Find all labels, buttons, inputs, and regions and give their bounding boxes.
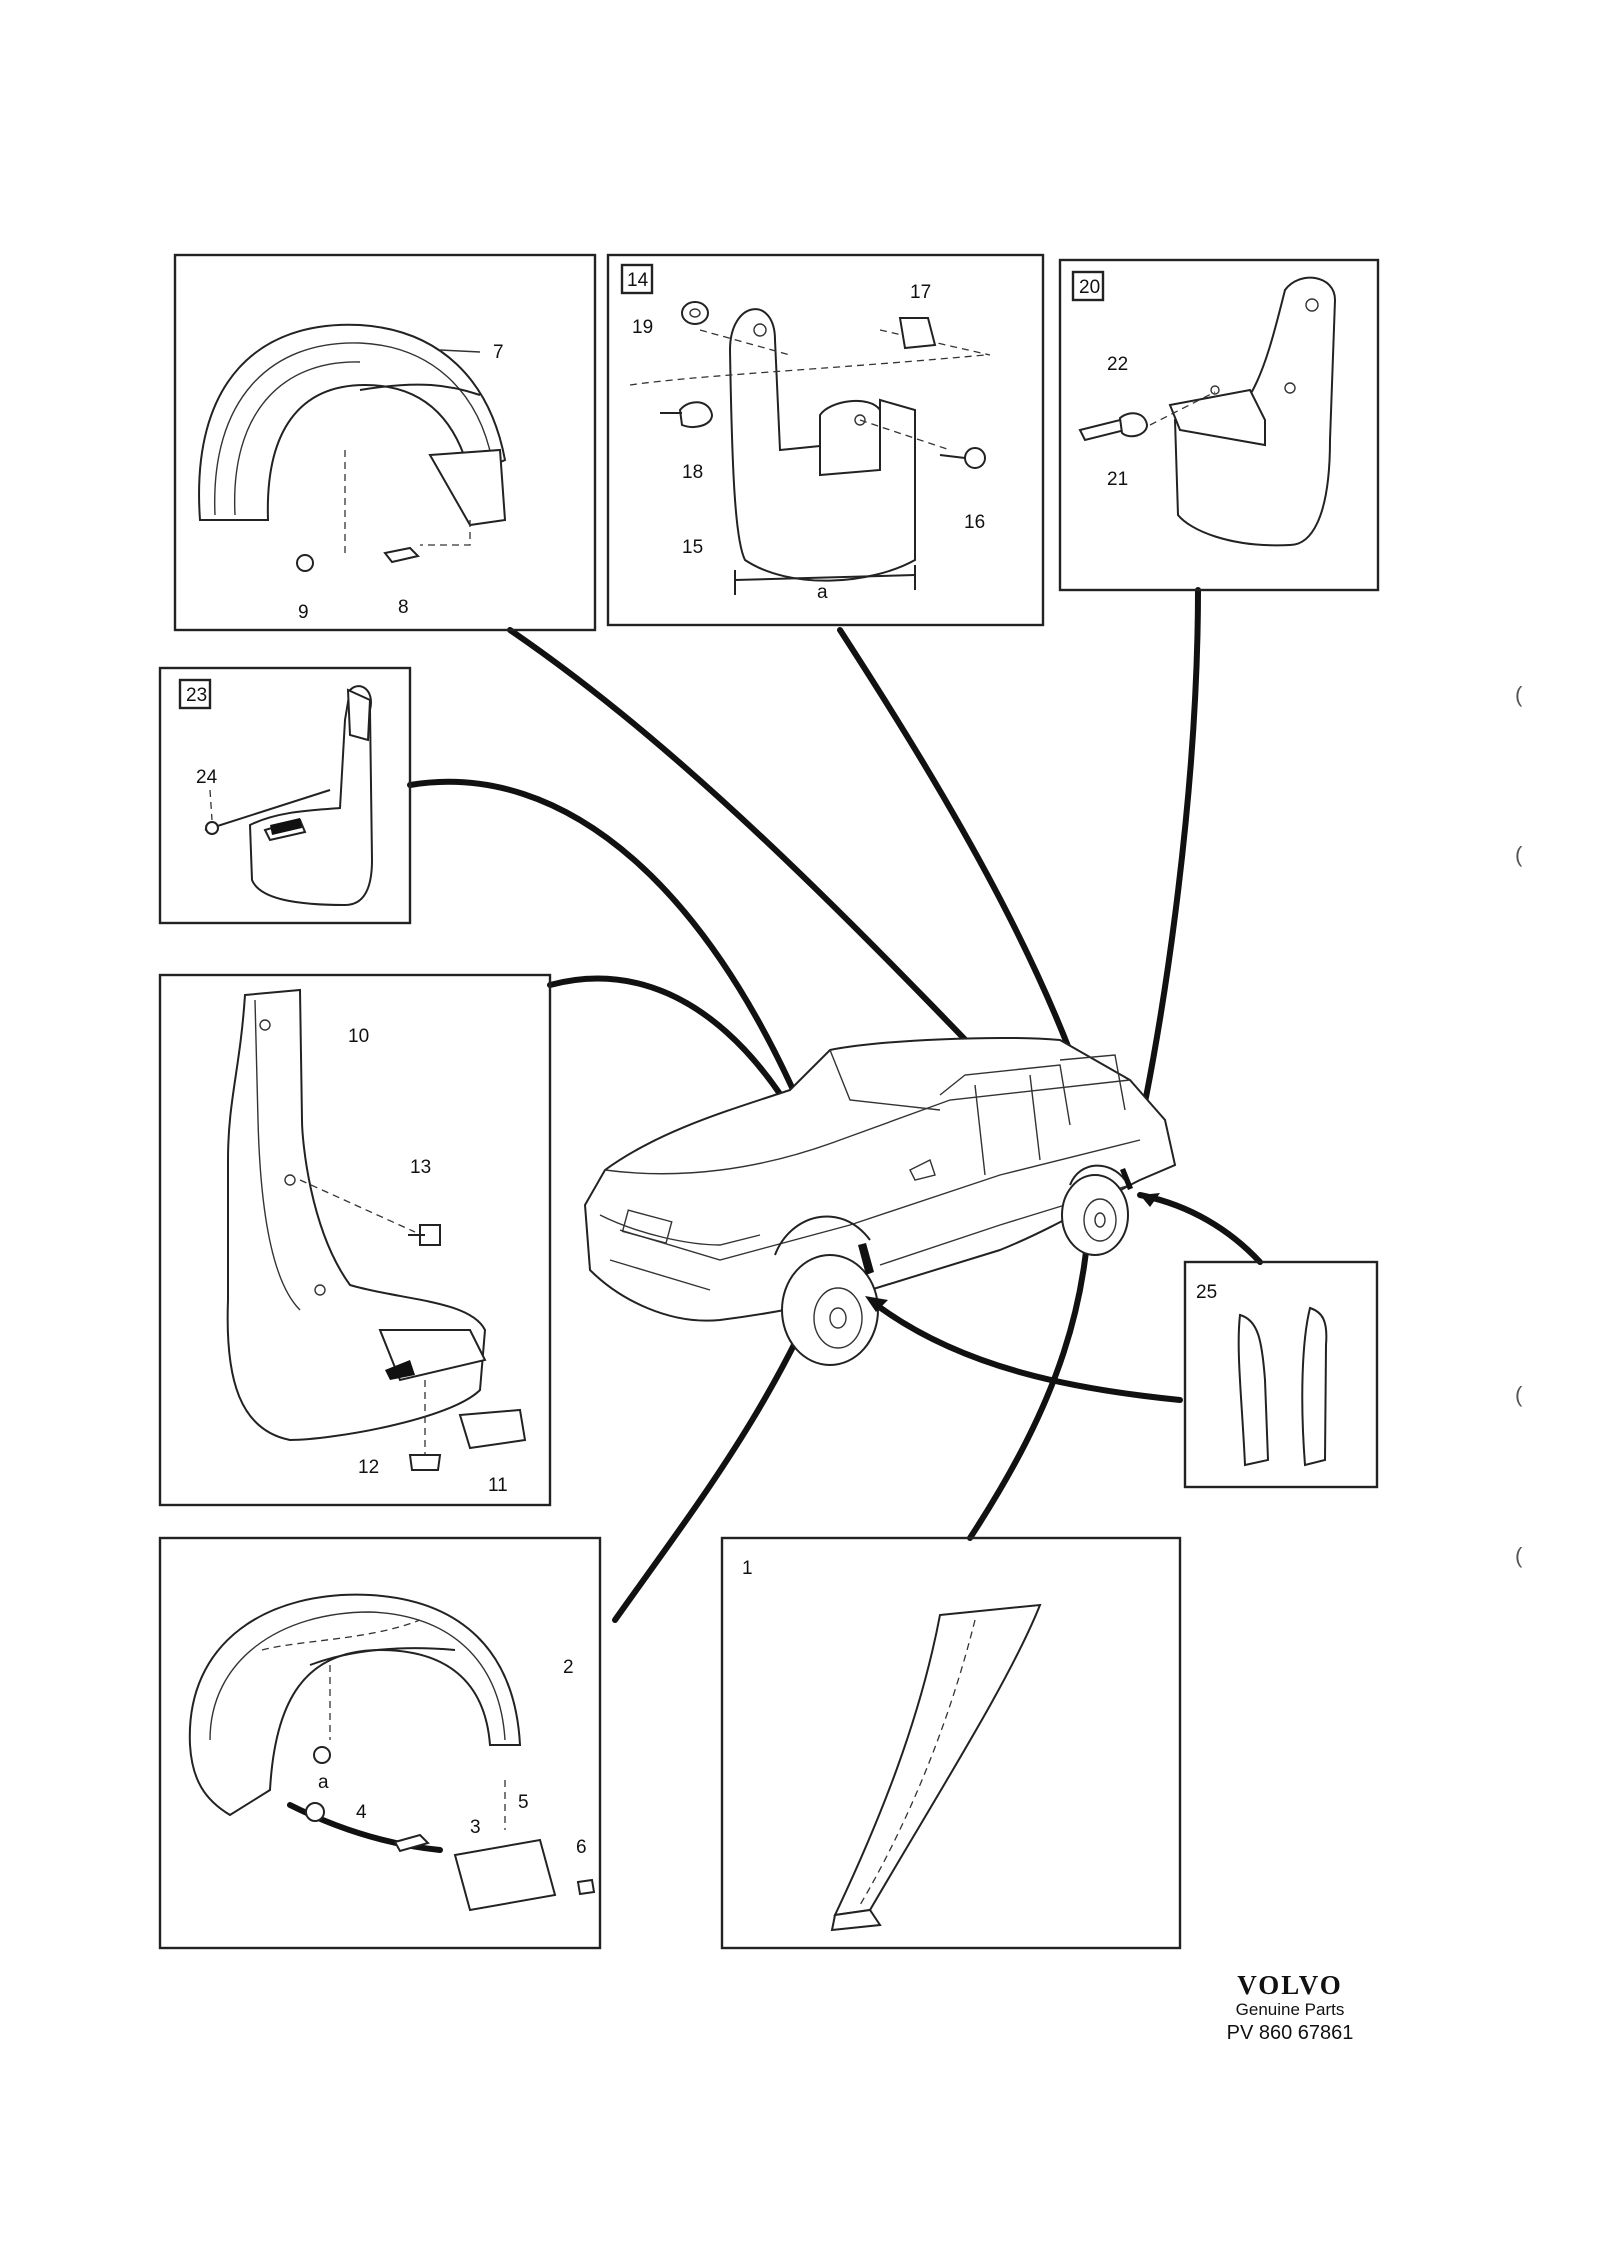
leader-25a xyxy=(867,1297,1183,1403)
margin-mark: ( xyxy=(1515,1382,1523,1407)
box-mud-flap-23 xyxy=(158,666,412,925)
margin-mark: ( xyxy=(1515,682,1523,707)
box-inner-fender-rear xyxy=(173,253,597,632)
label-19: 19 xyxy=(632,317,653,338)
label-3: 3 xyxy=(470,1817,481,1838)
box-stone-guard-25 xyxy=(1183,1260,1379,1489)
tag-25: 25 xyxy=(1196,1282,1217,1303)
leader-box23 xyxy=(407,778,833,1183)
label-17: 17 xyxy=(910,282,931,303)
label-21: 21 xyxy=(1107,469,1128,490)
box-strip-1 xyxy=(720,1536,1182,1950)
label-8: 8 xyxy=(398,597,409,618)
label-12: 12 xyxy=(358,1457,379,1478)
label-16: 16 xyxy=(964,512,985,533)
box-inner-fender-front xyxy=(158,1536,602,1950)
volvo-logo: VOLVO xyxy=(1237,1970,1343,2000)
margin-mark: ( xyxy=(1515,842,1523,867)
part-number: PV 860 67861 xyxy=(1226,2022,1354,2044)
label-10: 10 xyxy=(348,1026,369,1047)
label-7: 7 xyxy=(493,342,504,363)
leader-box20 xyxy=(1127,587,1201,1173)
tag-14: 14 xyxy=(627,270,649,291)
label-9: 9 xyxy=(298,602,309,623)
car-illustration xyxy=(583,1037,1177,1366)
arrows xyxy=(865,1193,1160,1312)
label-a-dimension: a xyxy=(817,582,828,603)
box-mud-flap-front-20 xyxy=(1058,258,1380,592)
label-5: 5 xyxy=(518,1792,529,1813)
label-2: 2 xyxy=(563,1657,574,1678)
label-18: 18 xyxy=(682,462,703,483)
label-13: 13 xyxy=(410,1157,431,1178)
label-24: 24 xyxy=(196,767,218,788)
brand-block: VOLVO Genuine Parts PV 860 67861 xyxy=(1220,1970,1360,2046)
label-22: 22 xyxy=(1107,354,1128,375)
label-a-fender: a xyxy=(318,1772,329,1793)
label-15: 15 xyxy=(682,537,703,558)
margin-mark: ( xyxy=(1515,1543,1523,1568)
label-11: 11 xyxy=(488,1475,508,1496)
tag-20: 20 xyxy=(1079,277,1100,298)
tag-23: 23 xyxy=(186,685,207,706)
label-4: 4 xyxy=(356,1802,367,1823)
tag-1: 1 xyxy=(742,1558,753,1579)
box-mud-flap-rear xyxy=(606,253,1045,627)
brand-tagline: Genuine Parts xyxy=(1235,2000,1345,2019)
leader-25b xyxy=(1137,1192,1263,1265)
box-mud-flap-front xyxy=(158,973,552,1507)
label-6: 6 xyxy=(576,1837,587,1858)
